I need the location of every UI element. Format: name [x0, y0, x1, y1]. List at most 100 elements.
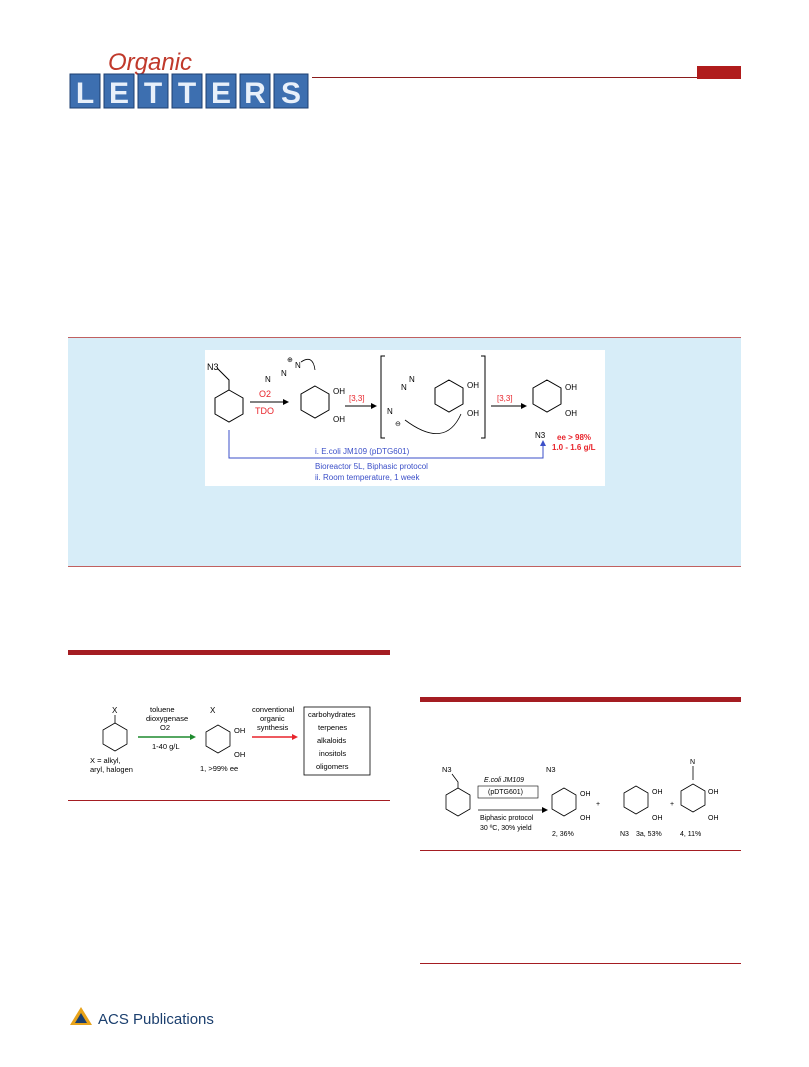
fig1-diol-ring — [205, 724, 231, 754]
minus-charge: ⊖ — [395, 421, 401, 428]
logo-letter: T — [178, 77, 196, 110]
fig1-red-label: synthesis — [257, 723, 289, 732]
logo-letter: E — [211, 77, 231, 110]
fig1-x-label: X — [112, 706, 118, 715]
fig2-condition: E.coli JM109 — [484, 777, 524, 784]
product3a-n3: N3 — [620, 831, 629, 838]
product-ring — [532, 379, 562, 413]
fig2-arene-ring — [445, 787, 471, 817]
figure2-top-rule — [420, 697, 741, 702]
ee-label: ee > 98% — [557, 433, 591, 442]
bracket-left — [380, 355, 385, 439]
figure2-bottom-rule — [420, 850, 741, 851]
condition-3: ii. Room temperature, 1 week — [315, 473, 420, 482]
fig1-red-label: organic — [260, 714, 285, 723]
header-color-tab — [697, 66, 741, 79]
logo-letter: T — [144, 77, 162, 110]
arrow2-label: [3,3] — [349, 394, 365, 403]
fig1-product-label: 1, >99% ee — [200, 764, 238, 773]
logo-letter: E — [109, 77, 129, 110]
fig2-n3-label: N3 — [442, 765, 452, 774]
product4-label: 4, 11% — [680, 831, 701, 838]
header-rule — [312, 77, 698, 78]
fig1-box-item: inositols — [319, 749, 346, 758]
plus-sign: + — [670, 801, 674, 808]
azide-n-label: N — [409, 375, 415, 384]
product2-ring — [551, 787, 577, 817]
fig2-oh-label: OH — [580, 815, 591, 822]
logo-letter: L — [76, 77, 94, 110]
fig2-oh-label: OH — [708, 815, 719, 822]
transition-state-ring — [434, 379, 464, 413]
fig1-red-label: conventional — [252, 705, 294, 714]
fig1-sub-label: aryl, halogen — [90, 765, 133, 774]
nitrile-n-label: N — [690, 759, 695, 766]
fig1-applications-box — [303, 706, 371, 776]
acs-logo-icon — [70, 1007, 92, 1025]
fig1-arene-ring — [102, 722, 128, 752]
fig2-oh-label: OH — [708, 789, 719, 796]
fig2-n3-label: N3 — [546, 765, 556, 774]
fig1-green-label: toluene — [150, 705, 175, 714]
oh-label: OH — [467, 381, 479, 390]
benzene-ring — [214, 389, 244, 423]
abstract-graphic: N3 O2 TDO N N N ⊕ OH OH [3,3] N N N ⊖ OH… — [205, 350, 605, 486]
cyclohexadiene-ring — [300, 385, 330, 419]
product4-ring — [680, 783, 706, 813]
bracket-right — [481, 355, 486, 439]
publisher-name: ACS Publications — [98, 1011, 214, 1028]
fig2-oh-label: OH — [580, 791, 591, 798]
oh-label: OH — [333, 415, 345, 424]
plus-charge: ⊕ — [287, 357, 293, 364]
fig1-sub-label: X = alkyl, — [90, 756, 121, 765]
azide-n-label: N — [387, 407, 393, 416]
product3a-label: 3a, 53% — [636, 831, 662, 838]
figure1-scheme: X X = alkyl, aryl, halogen toluene dioxy… — [90, 705, 371, 776]
fig2-oh-label: OH — [652, 789, 663, 796]
logo-script: Organic — [108, 52, 192, 76]
azide-n-label: N — [295, 361, 301, 370]
fig2-oh-label: OH — [652, 815, 663, 822]
figure1-top-rule — [68, 650, 390, 655]
fig1-box-item: carbohydrates — [308, 710, 356, 719]
oh-label: OH — [565, 409, 577, 418]
condition-1: i. E.coli JM109 (pDTG601) — [315, 447, 410, 456]
fig2-condition: Biphasic protocol — [480, 815, 534, 822]
fig2-condition: 30 ºC, 30% yield — [480, 825, 532, 832]
arrow1-bottom-label: TDO — [255, 406, 274, 416]
figure1-bottom-rule — [68, 800, 390, 801]
fig2-condition: (pDTG601) — [488, 789, 523, 796]
journal-logo: Organic L E T T E R S — [69, 52, 309, 110]
plus-sign: + — [596, 801, 600, 808]
fig1-oh-label: OH — [234, 750, 245, 759]
fig1-x-label: X — [210, 706, 216, 715]
figure2-end-rule — [420, 963, 741, 964]
logo-letter-boxes — [69, 73, 309, 109]
product-n3-label: N3 — [535, 431, 546, 440]
fig1-green-label: O2 — [160, 723, 170, 732]
figure2-scheme: N3 E.coli JM109 (pDTG601) Biphasic proto… — [442, 759, 719, 838]
fig1-box-item: alkaloids — [317, 736, 346, 745]
arrow1-top-label: O2 — [259, 389, 271, 399]
oh-label: OH — [565, 383, 577, 392]
fig1-oh-label: OH — [234, 726, 245, 735]
arrow3-label: [3,3] — [497, 394, 513, 403]
oh-label: OH — [333, 387, 345, 396]
titer-label: 1.0 - 1.6 g/L — [552, 443, 596, 452]
oh-label: OH — [467, 409, 479, 418]
fig1-green-bottom-label: 1-40 g/L — [152, 742, 180, 751]
product3a-ring — [623, 785, 649, 815]
azide-n-label: N — [281, 369, 287, 378]
azide-n-label: N — [265, 375, 271, 384]
one-pot-arrow — [228, 430, 544, 459]
azide-n-label: N — [401, 383, 407, 392]
condition-2: Bioreactor 5L, Biphasic protocol — [315, 462, 428, 471]
fig2-plasmid-box — [477, 785, 539, 799]
fig1-box-item: oligomers — [316, 762, 349, 771]
logo-letter: S — [281, 77, 301, 110]
start-n3-label: N3 — [207, 362, 219, 372]
fig1-box-item: terpenes — [318, 723, 347, 732]
logo-letter: R — [244, 77, 266, 110]
product2-label: 2, 36% — [552, 831, 574, 838]
fig1-green-label: dioxygenase — [146, 714, 188, 723]
